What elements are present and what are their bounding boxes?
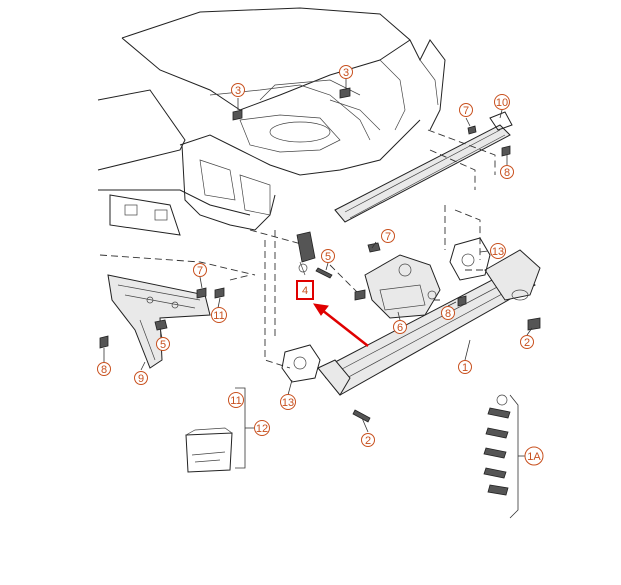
- svg-text:11: 11: [230, 395, 241, 407]
- callout-4[interactable]: 4: [302, 285, 308, 297]
- svg-text:8: 8: [445, 308, 451, 320]
- svg-text:2: 2: [524, 337, 530, 349]
- highlight-box-part-4: [296, 280, 314, 300]
- callout-1[interactable]: 1: [458, 360, 472, 375]
- callout-8c[interactable]: 8: [97, 362, 111, 377]
- svg-text:5: 5: [160, 339, 166, 351]
- callout-7a[interactable]: 7: [459, 103, 473, 118]
- svg-text:1A: 1A: [527, 451, 541, 463]
- bracket-1A: [509, 394, 519, 519]
- callout-5a[interactable]: 5: [321, 249, 335, 264]
- svg-text:7: 7: [463, 105, 469, 117]
- callout-2b[interactable]: 2: [361, 433, 375, 448]
- callout-13b[interactable]: 13: [280, 394, 296, 410]
- upper-reinforcement-bar: [334, 111, 513, 223]
- parts-bag: [185, 427, 233, 473]
- svg-text:13: 13: [492, 246, 504, 258]
- callout-7c[interactable]: 7: [193, 263, 207, 278]
- svg-text:7: 7: [197, 265, 203, 277]
- svg-text:13: 13: [282, 397, 294, 409]
- car-body: [97, 7, 446, 236]
- svg-text:5: 5: [325, 251, 331, 263]
- main-bumper-bracket: [317, 249, 541, 396]
- svg-text:3: 3: [235, 85, 241, 97]
- callout-12[interactable]: 12: [254, 420, 270, 436]
- bolt-set: [483, 394, 511, 496]
- fasteners: [99, 87, 541, 423]
- svg-text:12: 12: [256, 423, 268, 435]
- callout-6[interactable]: 6: [393, 320, 407, 335]
- callout-8a[interactable]: 8: [500, 165, 514, 180]
- callout-13a[interactable]: 13: [490, 243, 506, 259]
- callout-3b[interactable]: 3: [339, 65, 353, 80]
- red-arrow: [312, 303, 369, 347]
- callout-3a[interactable]: 3: [231, 83, 245, 98]
- callout-11a[interactable]: 11: [211, 307, 227, 323]
- callout-leaders: [103, 78, 533, 433]
- side-plate-left: [281, 344, 321, 383]
- callout-8b[interactable]: 8: [441, 306, 455, 321]
- side-plate-right: [449, 237, 491, 281]
- callout-9[interactable]: 9: [134, 371, 148, 386]
- svg-text:11: 11: [213, 310, 224, 322]
- svg-text:8: 8: [101, 364, 107, 376]
- svg-text:10: 10: [496, 97, 508, 109]
- callout-10[interactable]: 10: [494, 94, 510, 110]
- svg-text:4: 4: [302, 285, 308, 297]
- svg-text:8: 8: [504, 167, 510, 179]
- svg-text:1: 1: [462, 362, 468, 374]
- callout-7b[interactable]: 7: [381, 229, 395, 244]
- svg-text:2: 2: [365, 435, 371, 447]
- center-carrier: [364, 254, 441, 319]
- callout-1A[interactable]: 1A: [524, 446, 544, 466]
- callout-11b[interactable]: 11: [228, 392, 244, 408]
- svg-text:3: 3: [343, 67, 349, 79]
- dashed-boundaries: [99, 129, 500, 369]
- svg-text:9: 9: [138, 373, 144, 385]
- part-4-clip: [296, 231, 333, 279]
- callout-2a[interactable]: 2: [520, 335, 534, 350]
- callout-5b[interactable]: 5: [156, 337, 170, 352]
- svg-text:7: 7: [385, 231, 391, 243]
- svg-text:6: 6: [397, 322, 403, 334]
